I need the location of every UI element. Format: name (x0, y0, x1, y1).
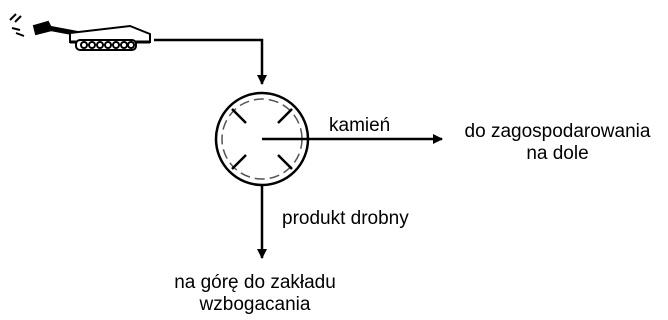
tracked-mining-machine-icon (9, 13, 151, 51)
destination-bottom-label: na górę do zakładu wzbogacania (140, 272, 370, 316)
destination-bottom-line2: wzbogacania (199, 294, 311, 315)
label-stone: kamień (329, 115, 391, 136)
destination-right-line2: na dole (526, 143, 589, 164)
flow-line-machine-to-separator (154, 38, 267, 85)
destination-right-label: do zagospodarowania na dole (445, 121, 668, 165)
destination-bottom-line1: na górę do zakładu (174, 272, 336, 293)
label-fine-product: produkt drobny (282, 208, 409, 229)
destination-right-line1: do zagospodarowania (464, 121, 651, 142)
